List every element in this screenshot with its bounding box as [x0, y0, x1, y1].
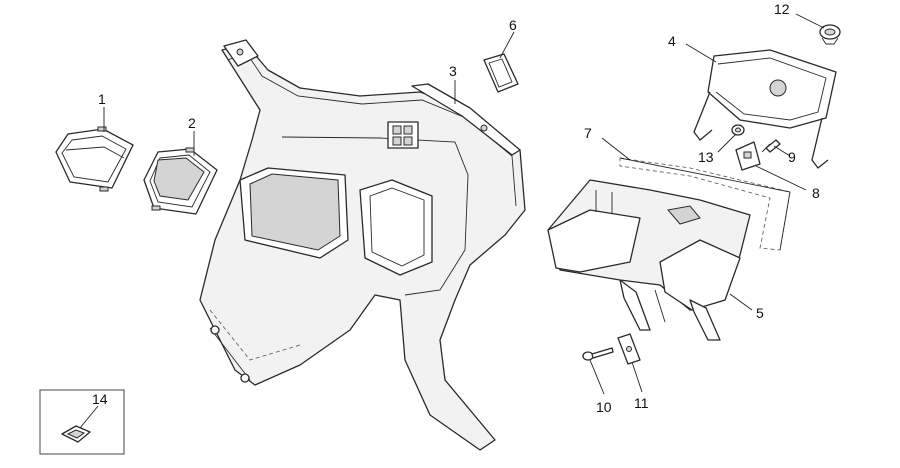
callout-labels: 1 2 3 4 5 6 7 8 9 10 11 12 13 14: [92, 1, 820, 415]
callout-12: 12: [774, 1, 790, 17]
leader-13: [717, 133, 737, 153]
part-12-knob: [819, 24, 841, 45]
callout-11: 11: [634, 395, 649, 411]
callout-9: 9: [788, 149, 796, 165]
leader-lines: [79, 13, 825, 429]
callout-2: 2: [188, 115, 196, 131]
part-1-grille-cover: [55, 126, 134, 192]
part-13-washer: [731, 124, 745, 136]
callout-13: 13: [698, 149, 714, 165]
leader-12: [795, 13, 825, 29]
part-11-bracket-plate: [617, 333, 641, 365]
main-inner-panel: [199, 39, 526, 451]
leader-9: [773, 145, 791, 157]
callout-14: 14: [92, 391, 108, 407]
leader-11: [631, 361, 643, 393]
leader-14: [79, 405, 99, 429]
leader-7: [601, 137, 631, 161]
leader-4: [685, 43, 717, 63]
part-5-glovebox-tray: [547, 179, 751, 341]
callout-4: 4: [668, 33, 676, 49]
leader-6: [499, 31, 515, 59]
part-2-grille-cover: [143, 147, 218, 215]
part-7-gasket: [619, 157, 791, 251]
part-3-trim-strip: [411, 83, 521, 156]
callout-6: 6: [509, 17, 517, 33]
part-8-latch-bracket: [735, 141, 761, 171]
leader-8: [755, 165, 807, 191]
callout-8: 8: [812, 185, 820, 201]
callout-1: 1: [98, 91, 106, 107]
part-10-screw: [582, 347, 614, 361]
part-4-upper-lid: [693, 49, 837, 169]
part-6-cover-plate: [483, 53, 519, 93]
callout-7: 7: [584, 125, 592, 141]
leader-5: [729, 293, 753, 311]
leader-10: [589, 359, 605, 395]
callout-5: 5: [756, 305, 764, 321]
callout-3: 3: [449, 63, 457, 79]
part-9-screw: [761, 139, 781, 153]
callout-10: 10: [596, 399, 612, 415]
inset-box-part-14: [39, 389, 125, 455]
